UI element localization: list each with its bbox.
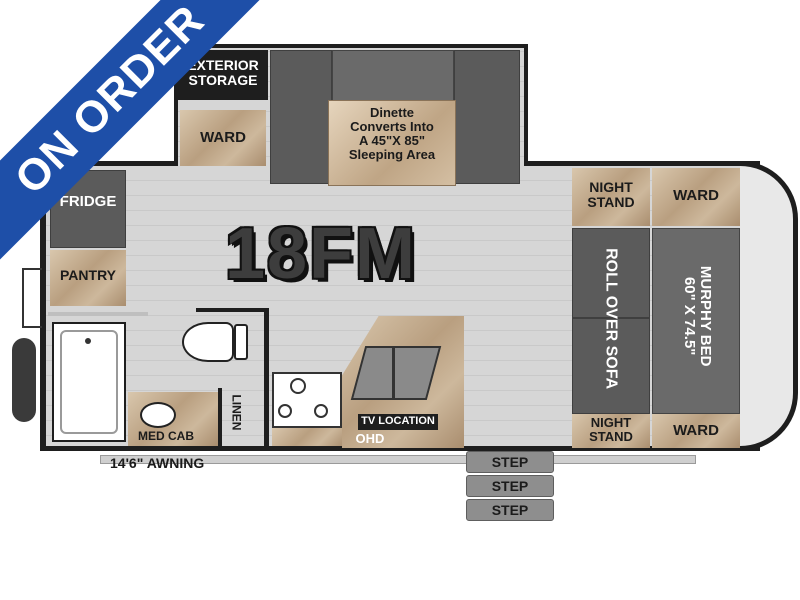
pantry-label: PANTRY: [60, 267, 116, 283]
shower-tray: [60, 330, 118, 434]
toilet-wall-right: [264, 308, 269, 448]
ward-bottom-right-label: WARD: [673, 422, 719, 439]
dinette-seat-right: [454, 50, 520, 184]
step-1: [466, 451, 554, 473]
awning-label: 14'6" AWNING: [110, 455, 205, 471]
hitch-bar: [22, 268, 42, 328]
murphy-bed-box: [652, 228, 740, 414]
slideout-wall-top: [176, 44, 528, 48]
tv-location-label: TV LOCATION: [361, 415, 435, 427]
toilet-bowl: [182, 322, 234, 362]
med-cab-label: MED CAB: [138, 429, 194, 443]
step-1-label: STEP: [491, 454, 529, 470]
wall-top-left: [44, 161, 176, 166]
front-cap: [740, 161, 798, 451]
burner-1: [290, 378, 306, 394]
night-stand-bottom-box: [572, 414, 650, 448]
toilet-tank: [234, 324, 248, 360]
night-stand-bottom-label: NIGHT STAND: [589, 415, 633, 445]
ward-top-left-label: WARD: [200, 129, 246, 146]
dinette-seat-left: [270, 50, 332, 184]
step-3-label: STEP: [491, 502, 529, 518]
night-stand-top-box: [572, 168, 650, 226]
kitchen-sink: [350, 346, 442, 400]
wall-top-right: [526, 161, 760, 166]
pantry-box: [50, 250, 126, 306]
step-2-label: STEP: [491, 478, 529, 494]
counter-under-stove: [272, 428, 344, 446]
linen-wall: [218, 388, 222, 446]
burner-3: [314, 404, 328, 418]
model-name: 18FM: [224, 214, 418, 294]
ward-bottom-right-box: [652, 414, 740, 448]
wall-left: [40, 161, 46, 451]
step-2: [466, 475, 554, 497]
ward-top-right-label: WARD: [673, 187, 719, 204]
dinette-label: Dinette Converts Into A 45"X 85" Sleepin…: [348, 105, 436, 163]
sofa-cushion-bottom: [572, 318, 650, 414]
dinette-back-top: [332, 50, 454, 102]
exterior-storage-label: EXTERIOR STORAGE: [187, 57, 259, 89]
wall-bottom: [44, 446, 760, 451]
kitchen-sink-divider: [392, 348, 395, 398]
toilet-wall-top: [196, 308, 268, 312]
bath-wall-top: [48, 312, 148, 316]
stove: [272, 372, 342, 428]
tv-location-box: [358, 414, 438, 430]
night-stand-top-label: NIGHT STAND: [587, 179, 635, 211]
sofa-cushion-top: [572, 228, 650, 318]
tire: [12, 338, 36, 422]
dinette-table: [328, 100, 456, 186]
ohd-label: OHD: [355, 431, 385, 446]
burner-2: [278, 404, 292, 418]
roll-over-sofa-label: ROLL OVER SOFA: [602, 248, 620, 390]
sink: [140, 402, 176, 428]
shower-drain: [85, 338, 91, 344]
murphy-bed-label: MURPHY BED 60" X 74.5": [681, 265, 715, 367]
ward-top-right-box: [652, 168, 740, 226]
awning-bar: [100, 455, 696, 464]
slideout-wall-left: [174, 44, 178, 166]
step-3: [466, 499, 554, 521]
ward-top-left-box: [180, 110, 266, 166]
slideout-wall-right: [524, 44, 528, 166]
linen-label: LINEN: [229, 394, 244, 431]
fridge-label: FRIDGE: [59, 193, 117, 210]
